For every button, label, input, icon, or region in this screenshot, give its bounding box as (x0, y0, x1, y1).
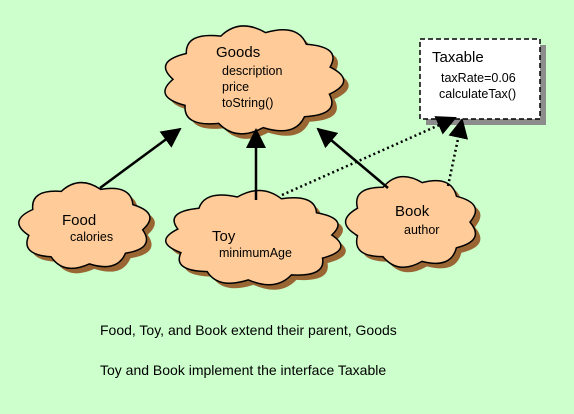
goods-cloud (164, 25, 345, 135)
book-implements-taxable-arrow (446, 118, 469, 187)
food-attr-calories: calories (70, 230, 114, 244)
taxable-box-frame (419, 38, 541, 120)
caption-extend: Food, Toy, and Book extend their parent,… (100, 322, 397, 338)
taxable-attr-taxrate: taxRate=0.06 (441, 71, 516, 85)
toy-implements-taxable-arrow (281, 116, 457, 197)
toy-attr-minimumage: minimumAge (219, 246, 292, 260)
book-extends-goods-arrow (316, 127, 389, 189)
taxable-attr-calculatetax: calculateTax() (439, 87, 517, 101)
goods-attr-tostring: toString() (222, 96, 274, 110)
food-extends-goods-arrow (99, 127, 182, 190)
goods-class-name: Goods (216, 44, 261, 61)
taxable-interface-box (419, 38, 546, 125)
toy-cloud (165, 189, 342, 286)
food-cloud (18, 181, 151, 270)
caption-implement: Toy and Book implement the interface Tax… (100, 362, 387, 378)
book-attr-author: author (404, 223, 440, 237)
food-class-name: Food (62, 212, 97, 229)
goods-attr-price: price (222, 80, 250, 94)
book-class-name: Book (395, 203, 430, 220)
cloud-shapes (18, 25, 481, 290)
taxable-interface-name: Taxable (432, 49, 484, 66)
goods-attr-description: description (222, 64, 283, 78)
book-cloud (344, 175, 477, 268)
toy-class-name: Toy (212, 228, 236, 245)
